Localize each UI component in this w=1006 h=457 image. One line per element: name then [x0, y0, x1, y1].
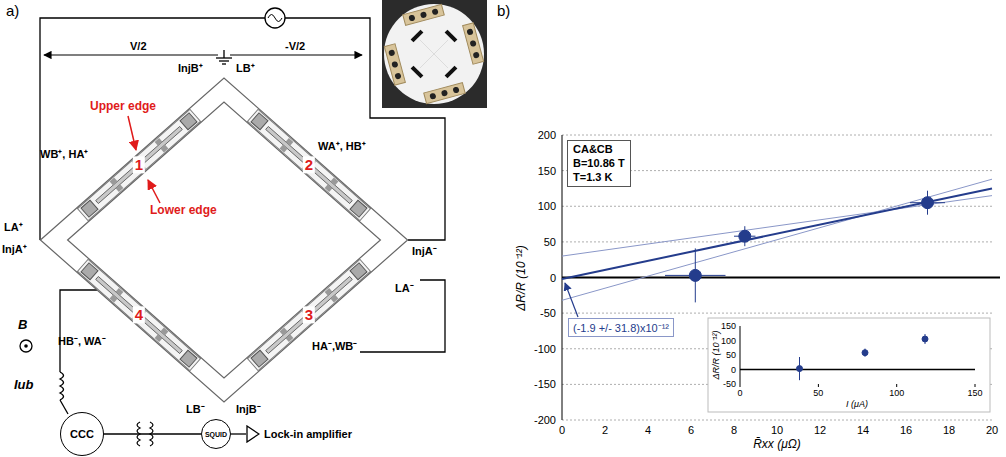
tick-label: 50: [813, 388, 823, 398]
tick-label: 150: [721, 321, 736, 331]
ccc-circle: CCC: [60, 412, 104, 456]
data-points: [665, 191, 945, 303]
terminal-label: InjB⁺: [178, 62, 203, 75]
tick-label: 150: [538, 164, 556, 177]
parameter-box: CA&CBB=10.86 TT=1.3 K: [567, 140, 631, 187]
tick-label: 16: [900, 424, 912, 437]
axis-title: ΔR/R (10⁻¹²): [515, 245, 529, 310]
tick-label: 14: [857, 424, 869, 437]
amplifier-symbol: [246, 425, 260, 443]
voltage-label: V/2: [130, 40, 147, 53]
node-text: B=10.86 T: [573, 157, 625, 171]
terminal-label: InjA⁻: [412, 245, 437, 258]
panel-label: a): [6, 2, 19, 19]
edge-pointers: [128, 116, 160, 203]
signal-wire: [104, 433, 201, 434]
terminal-label: LA⁺: [4, 221, 23, 234]
panel-label: b): [497, 2, 510, 19]
axis-title: ΔR/R (10⁻¹²): [711, 330, 721, 379]
tick-label: 50: [544, 236, 556, 249]
lock-in-amplifier: Lock-in amplifier: [246, 425, 352, 443]
tick-label: -200: [534, 414, 556, 427]
axis-title: I (μA): [846, 399, 868, 409]
callout-number: 3: [303, 306, 315, 323]
tick-label: 100: [889, 388, 904, 398]
terminal-label: InjA⁺: [2, 243, 27, 256]
terminal-label: LB⁺: [236, 62, 255, 75]
callout-arrow: [565, 283, 578, 317]
squid-circle: SQUID: [201, 419, 231, 449]
terminal-label: LA⁻: [395, 282, 414, 295]
tick-label: 8: [731, 424, 737, 437]
ground-symbol: [216, 50, 232, 64]
tick-label: 200: [538, 129, 556, 142]
tick-label: -150: [534, 378, 556, 391]
tick-label: 0: [737, 388, 742, 398]
terminal-label: HA⁻,WB⁻: [312, 340, 357, 353]
terminal-label: InjB⁻: [236, 403, 261, 416]
axis-title: R̄xx (μΩ): [753, 438, 801, 452]
voltage-label: -V/2: [285, 40, 305, 53]
field-label: B: [18, 318, 27, 333]
node-text: (-1.9 +/- 31.8)x10⁻¹²: [573, 320, 669, 335]
tick-label: 10: [771, 424, 783, 437]
callout-number: 4: [133, 306, 145, 323]
inset-chart: [708, 318, 990, 412]
tick-label: 2: [602, 424, 608, 437]
edge-label: Lower edge: [150, 204, 217, 218]
sample-holder-photo: [382, 0, 487, 108]
tick-label: -50: [723, 379, 736, 389]
field-symbol: [20, 340, 32, 352]
tick-label: 0: [731, 364, 736, 374]
edge-label: Upper edge: [90, 100, 156, 114]
node-text: Lock-in amplifier: [264, 428, 352, 440]
current-label: Iub: [14, 378, 34, 393]
callout-number: 2: [303, 156, 315, 173]
tick-label: -100: [534, 342, 556, 355]
tick-label: 0: [559, 424, 565, 437]
tick-label: 0: [550, 271, 556, 284]
tick-label: 100: [538, 200, 556, 213]
tick-label: 18: [943, 424, 955, 437]
terminal-label: WA⁺, HB⁺: [318, 140, 366, 153]
tick-label: 100: [721, 335, 736, 345]
bias-coil: [60, 372, 64, 400]
ac-source: [265, 8, 285, 28]
node-text: CA&CB: [573, 143, 625, 157]
tick-label: 12: [814, 424, 826, 437]
node-text: SQUID: [205, 431, 227, 438]
fit-value-box: (-1.9 +/- 31.8)x10⁻¹²: [568, 318, 674, 337]
signal-wire: [231, 433, 246, 434]
node-text: CCC: [70, 428, 94, 440]
sample-holder: [40, 78, 407, 402]
terminal-label: LB⁻: [186, 403, 205, 416]
node-text: T=1.3 K: [573, 171, 625, 185]
voltage-arrows: [44, 54, 362, 55]
hall-bar-devices: [77, 109, 370, 370]
callout-number: 1: [133, 156, 145, 173]
tick-label: 6: [688, 424, 694, 437]
tick-label: 4: [645, 424, 651, 437]
terminal-label: HB⁻, WA⁻: [58, 335, 106, 348]
tick-label: 20: [986, 424, 998, 437]
fit-lines: [562, 179, 992, 300]
tick-label: 150: [967, 388, 982, 398]
tick-label: -50: [540, 307, 556, 320]
chart-axes: [562, 135, 1000, 420]
tick-label: 50: [726, 350, 736, 360]
terminal-label: WB⁺, HA⁺: [40, 148, 88, 161]
